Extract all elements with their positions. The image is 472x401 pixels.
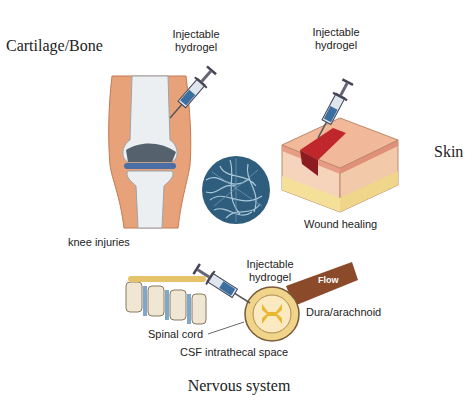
region-title: Nervous system	[3, 376, 472, 395]
sector-region: SkinInjectable hydrogelWound healing	[232, 8, 472, 298]
flow-label: Flow	[318, 276, 339, 286]
sector-fill	[90, 190, 382, 368]
item-label: Wound healing	[304, 218, 377, 231]
hydrogel-image	[196, 150, 276, 230]
sector-fill	[58, 12, 236, 292]
item-label: Injectable hydrogel	[232, 258, 308, 284]
item-label: knee injuries	[68, 236, 130, 249]
item-label: Spinal cord	[148, 328, 203, 341]
item-label: Injectable hydrogel	[158, 28, 234, 54]
knee-illustration	[109, 76, 191, 228]
item-label: Dura/arachnoid	[306, 306, 381, 319]
skin-illustration	[282, 118, 398, 212]
sector-region: Cartilage/Bone Injectable hydrogel knee in…	[0, 8, 240, 298]
region-title: Cartilage/Bone	[6, 36, 103, 55]
syringe	[164, 64, 218, 123]
region-title: Skin	[434, 142, 463, 161]
syringe	[191, 262, 254, 310]
spine-illustration	[126, 276, 206, 324]
item-label: Injectable hydrogel	[298, 26, 374, 52]
syringe	[311, 77, 355, 141]
sector-fill	[236, 12, 414, 292]
item-label: CSF intrathecal space	[180, 346, 288, 359]
